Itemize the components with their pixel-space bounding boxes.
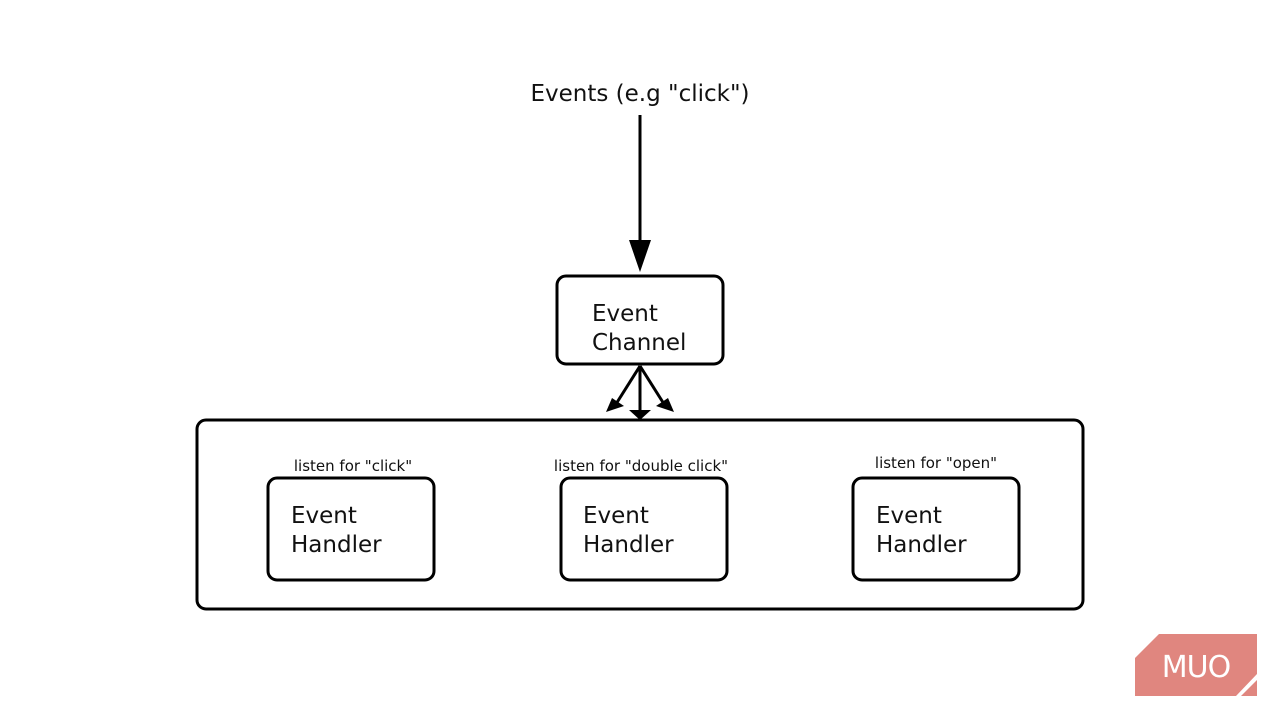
handler-line2: Handler (876, 532, 967, 558)
handler-line2: Handler (291, 532, 382, 558)
listen-label: listen for "double click" (554, 457, 728, 475)
channel-line2: Channel (592, 330, 686, 356)
handler-line1: Event (291, 503, 357, 529)
event-handler-click: listen for "click" Event Handler (266, 457, 436, 582)
event-handler-double-click: listen for "double click" Event Handler (554, 457, 729, 582)
handler-line1: Event (876, 503, 942, 529)
listen-label: listen for "open" (875, 454, 997, 472)
event-handler-open: listen for "open" Event Handler (851, 454, 1021, 582)
events-source-label: Events (e.g "click") (530, 81, 749, 107)
channel-line1: Event (592, 301, 658, 327)
arrows-channel-to-handlers (606, 365, 674, 420)
muo-logo: MUO (1135, 634, 1257, 696)
event-channel-node: Event Channel (555, 274, 725, 366)
listen-label: listen for "click" (294, 457, 412, 475)
handler-line2: Handler (583, 532, 674, 558)
logo-text: MUO (1162, 650, 1230, 685)
arrow-events-to-channel (629, 115, 651, 272)
handler-line1: Event (583, 503, 649, 529)
